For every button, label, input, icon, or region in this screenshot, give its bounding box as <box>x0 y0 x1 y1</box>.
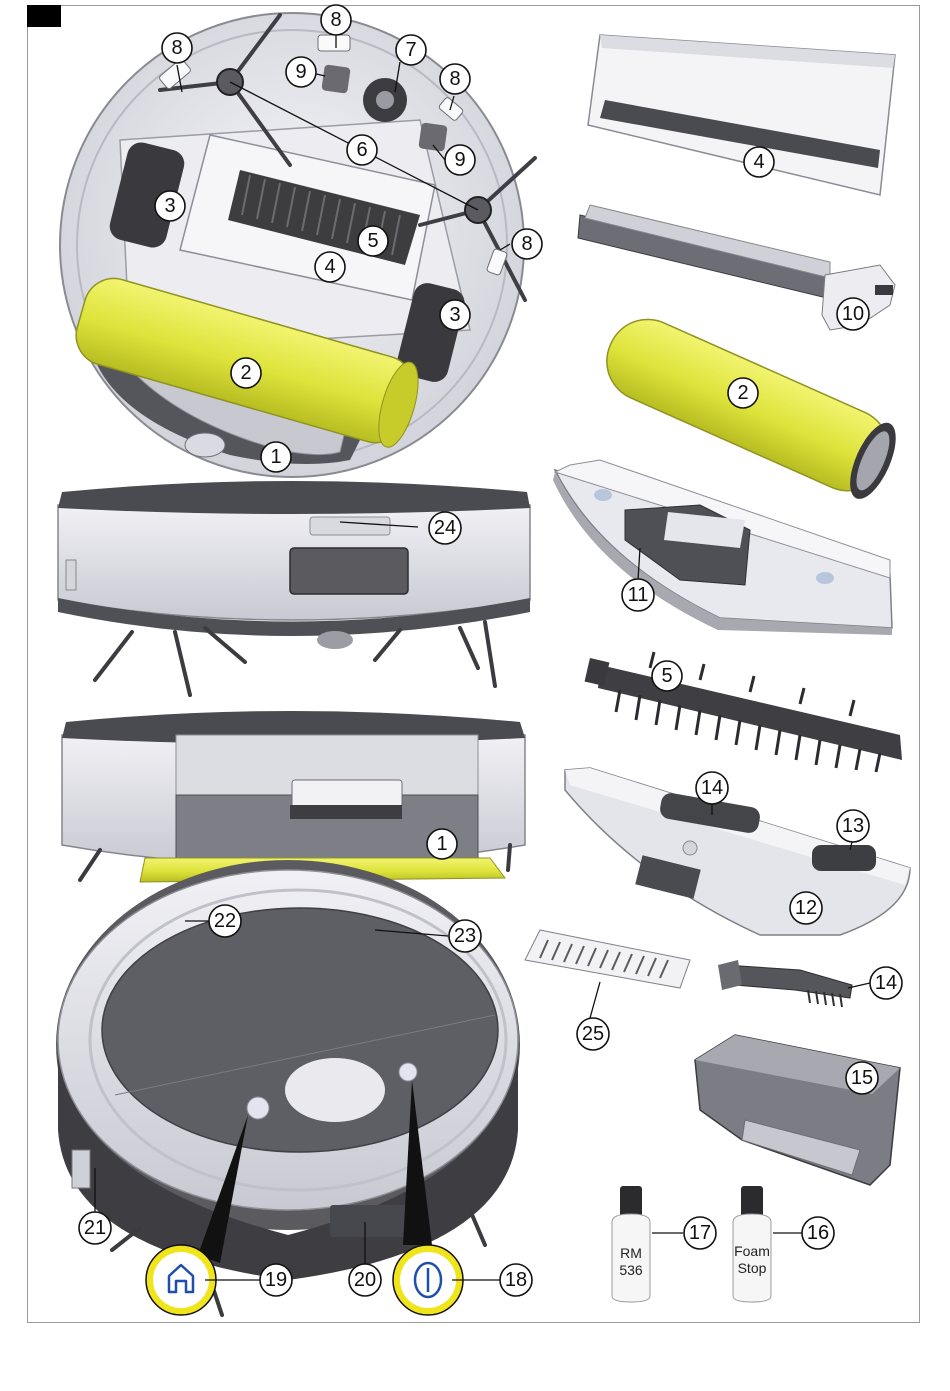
callout-2b: 2 <box>728 378 758 408</box>
callout-17: 17 <box>684 1217 716 1249</box>
svg-text:8: 8 <box>330 9 341 31</box>
callout-1a: 1 <box>261 442 291 472</box>
callout-8c: 8 <box>440 64 470 94</box>
bottle-rm536-line2: 536 <box>619 1262 643 1278</box>
svg-text:6: 6 <box>356 139 367 161</box>
part-dust-box <box>695 1035 900 1185</box>
callout-14b: 14 <box>870 967 902 999</box>
part-brush-cover <box>588 35 895 195</box>
callout-9a: 9 <box>286 57 316 87</box>
svg-text:16: 16 <box>807 1222 829 1244</box>
callout-7: 7 <box>396 35 426 65</box>
callout-15: 15 <box>846 1062 878 1094</box>
callout-5b: 5 <box>652 661 682 691</box>
callout-14a: 14 <box>696 772 728 804</box>
svg-text:11: 11 <box>628 584 649 606</box>
svg-text:7: 7 <box>405 39 416 61</box>
callout-1b: 1 <box>427 829 457 859</box>
callout-18: 18 <box>500 1264 532 1296</box>
callout-9b: 9 <box>445 145 475 175</box>
svg-text:10: 10 <box>842 303 864 325</box>
bottle-foamstop-line2: Stop <box>738 1260 767 1276</box>
svg-text:2: 2 <box>240 362 251 384</box>
svg-text:3: 3 <box>164 195 175 217</box>
callout-21: 21 <box>79 1212 111 1244</box>
callout-2a: 2 <box>231 358 261 388</box>
part-base-tray <box>565 768 910 935</box>
callout-11: 11 <box>622 579 654 611</box>
svg-text:4: 4 <box>324 256 335 278</box>
svg-text:22: 22 <box>214 910 236 932</box>
callout-5a: 5 <box>358 226 388 256</box>
bottle-rm536: RM 536 <box>612 1186 650 1302</box>
svg-text:14: 14 <box>701 777 723 799</box>
svg-text:1: 1 <box>436 833 447 855</box>
svg-text:9: 9 <box>454 149 465 171</box>
robot-side-rear <box>58 481 530 695</box>
svg-text:14: 14 <box>875 972 897 994</box>
callout-19: 19 <box>260 1264 292 1296</box>
callout-8d: 8 <box>512 229 542 259</box>
svg-text:13: 13 <box>842 815 864 837</box>
svg-text:23: 23 <box>454 925 476 947</box>
svg-text:8: 8 <box>521 233 532 255</box>
svg-text:25: 25 <box>582 1023 604 1045</box>
svg-text:9: 9 <box>295 61 306 83</box>
svg-text:8: 8 <box>171 37 182 59</box>
part-cleaning-tool <box>718 960 852 1007</box>
callout-20: 20 <box>349 1264 381 1296</box>
callout-23: 23 <box>449 920 481 952</box>
svg-text:12: 12 <box>795 897 817 919</box>
callout-3b: 3 <box>440 300 470 330</box>
svg-text:19: 19 <box>265 1269 287 1291</box>
callout-10: 10 <box>837 298 869 330</box>
svg-text:4: 4 <box>753 151 764 173</box>
svg-text:8: 8 <box>449 68 460 90</box>
bottle-foam-stop: Foam Stop <box>733 1186 771 1302</box>
svg-text:24: 24 <box>434 517 456 539</box>
callout-8a: 8 <box>162 33 192 63</box>
callout-12: 12 <box>790 892 822 924</box>
callout-16: 16 <box>802 1217 834 1249</box>
svg-text:5: 5 <box>661 665 672 687</box>
callout-3a: 3 <box>155 191 185 221</box>
callout-4a: 4 <box>315 252 345 282</box>
svg-text:17: 17 <box>689 1222 711 1244</box>
callout-4b: 4 <box>744 147 774 177</box>
svg-text:3: 3 <box>449 304 460 326</box>
svg-text:18: 18 <box>505 1269 527 1291</box>
svg-text:2: 2 <box>737 382 748 404</box>
callout-6: 6 <box>347 135 377 165</box>
svg-text:21: 21 <box>84 1217 106 1239</box>
callout-22: 22 <box>209 905 241 937</box>
svg-text:5: 5 <box>367 230 378 252</box>
callout-8b: 8 <box>321 5 351 35</box>
bottle-rm536-line1: RM <box>620 1245 642 1261</box>
robot-side-front <box>62 711 525 882</box>
part-main-brush <box>585 652 902 772</box>
callout-13: 13 <box>837 810 869 842</box>
bottle-foamstop-line1: Foam <box>734 1243 770 1259</box>
callout-24: 24 <box>429 512 461 544</box>
svg-text:1: 1 <box>270 446 281 468</box>
part-filter <box>525 930 690 988</box>
callout-25: 25 <box>577 1018 609 1050</box>
svg-text:15: 15 <box>851 1067 873 1089</box>
svg-text:20: 20 <box>354 1269 376 1291</box>
